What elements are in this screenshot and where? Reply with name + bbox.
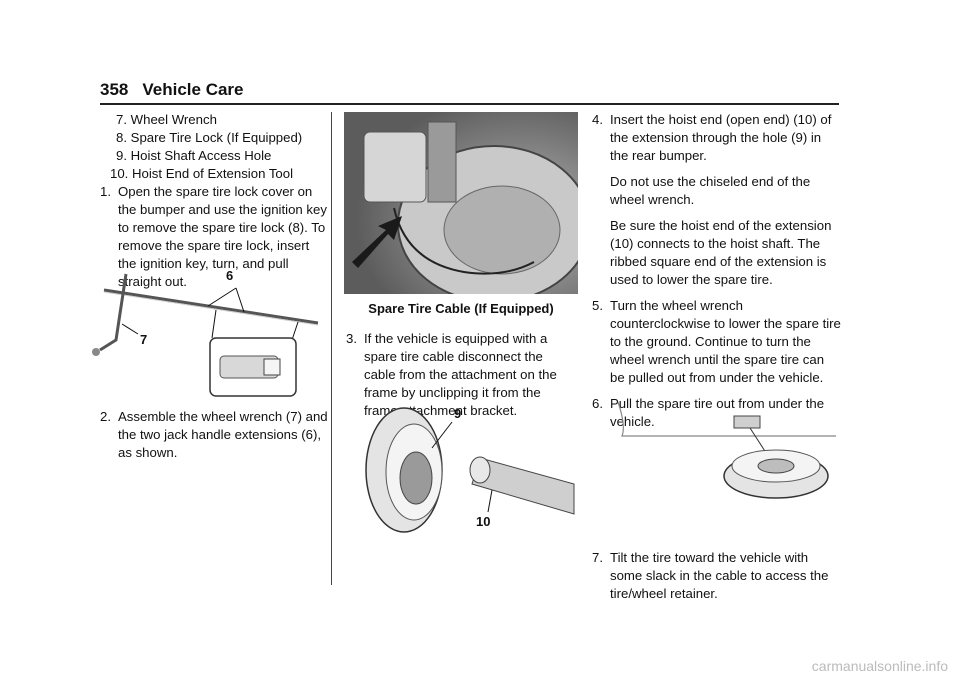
step-text: Pull the spare tire out from under the v… xyxy=(610,396,825,429)
vehicle-underbody xyxy=(617,401,836,437)
wrench-socket xyxy=(92,348,100,356)
column-divider xyxy=(331,112,332,585)
step-text: Turn the wheel wrench counterclockwise t… xyxy=(610,298,841,385)
header-rule xyxy=(100,103,839,105)
step-7: 7. Tilt the tire toward the vehicle with… xyxy=(592,549,842,603)
wheel-wrench xyxy=(99,273,128,352)
step-1: 1. Open the spare tire lock cover on the… xyxy=(100,183,328,291)
hoist-shaft xyxy=(399,451,433,505)
step-text: Open the spare tire lock cover on the bu… xyxy=(118,184,327,289)
legend-item-10: 10. Hoist End of Extension Tool xyxy=(110,166,294,181)
step-number: 7. xyxy=(592,550,603,565)
callout-7: 7 xyxy=(140,332,147,347)
page-header: 358 Vehicle Care xyxy=(100,80,244,100)
spare-tire-removal-illustration xyxy=(617,401,836,499)
step-text: Tilt the tire toward the vehicle with so… xyxy=(610,550,829,601)
step-number: 5. xyxy=(592,298,603,313)
watermark: carmanualsonline.info xyxy=(811,658,948,674)
legend-item-7: 7. Wheel Wrench xyxy=(116,112,217,127)
step-number: 1. xyxy=(100,184,111,199)
extension-rod xyxy=(103,288,319,325)
section-title: Vehicle Care xyxy=(142,80,244,99)
step-4-note-2: Be sure the hoist end of the extension (… xyxy=(610,218,832,287)
spare-tire-cable xyxy=(393,207,535,275)
legend-item-8: 8. Spare Tire Lock (If Equipped) xyxy=(116,130,303,145)
step-4-note-1: Do not use the chiseled end of the wheel… xyxy=(610,174,811,207)
callout-6: 6 xyxy=(226,268,233,283)
step-text: Insert the hoist end (open end) (10) of … xyxy=(610,112,832,163)
callout-10: 10 xyxy=(476,514,490,529)
photo-caption: Spare Tire Cable (If Equipped) xyxy=(368,301,554,316)
page-number: 358 xyxy=(100,80,129,99)
hoist-access-illustration: 9 10 xyxy=(365,406,575,533)
step-4: 4. Insert the hoist end (open end) (10) … xyxy=(592,111,842,165)
step-6: 6. Pull the spare tire out from under th… xyxy=(592,395,842,431)
step-2: 2. Assemble the wheel wrench (7) and the… xyxy=(100,408,328,462)
spare-tire-cable-photo xyxy=(344,112,578,294)
wrench-extension-illustration: 6 7 xyxy=(92,268,319,397)
step-number: 6. xyxy=(592,396,603,411)
step-number: 2. xyxy=(100,409,111,424)
callout-9: 9 xyxy=(454,406,461,421)
column-3-text: 4. Insert the hoist end (open end) (10) … xyxy=(592,111,842,431)
legend-list: 7. Wheel Wrench 8. Spare Tire Lock (If E… xyxy=(104,111,324,183)
hoist-bracket xyxy=(733,415,761,429)
step-5: 5. Turn the wheel wrench counterclockwis… xyxy=(592,297,842,387)
step-number: 3. xyxy=(346,331,357,346)
legend-item-9: 9. Hoist Shaft Access Hole xyxy=(116,148,272,163)
hitch-bracket xyxy=(363,131,427,203)
step-number: 4. xyxy=(592,112,603,127)
step-text: Assemble the wheel wrench (7) and the tw… xyxy=(118,409,328,460)
arrow-icon xyxy=(352,216,402,268)
